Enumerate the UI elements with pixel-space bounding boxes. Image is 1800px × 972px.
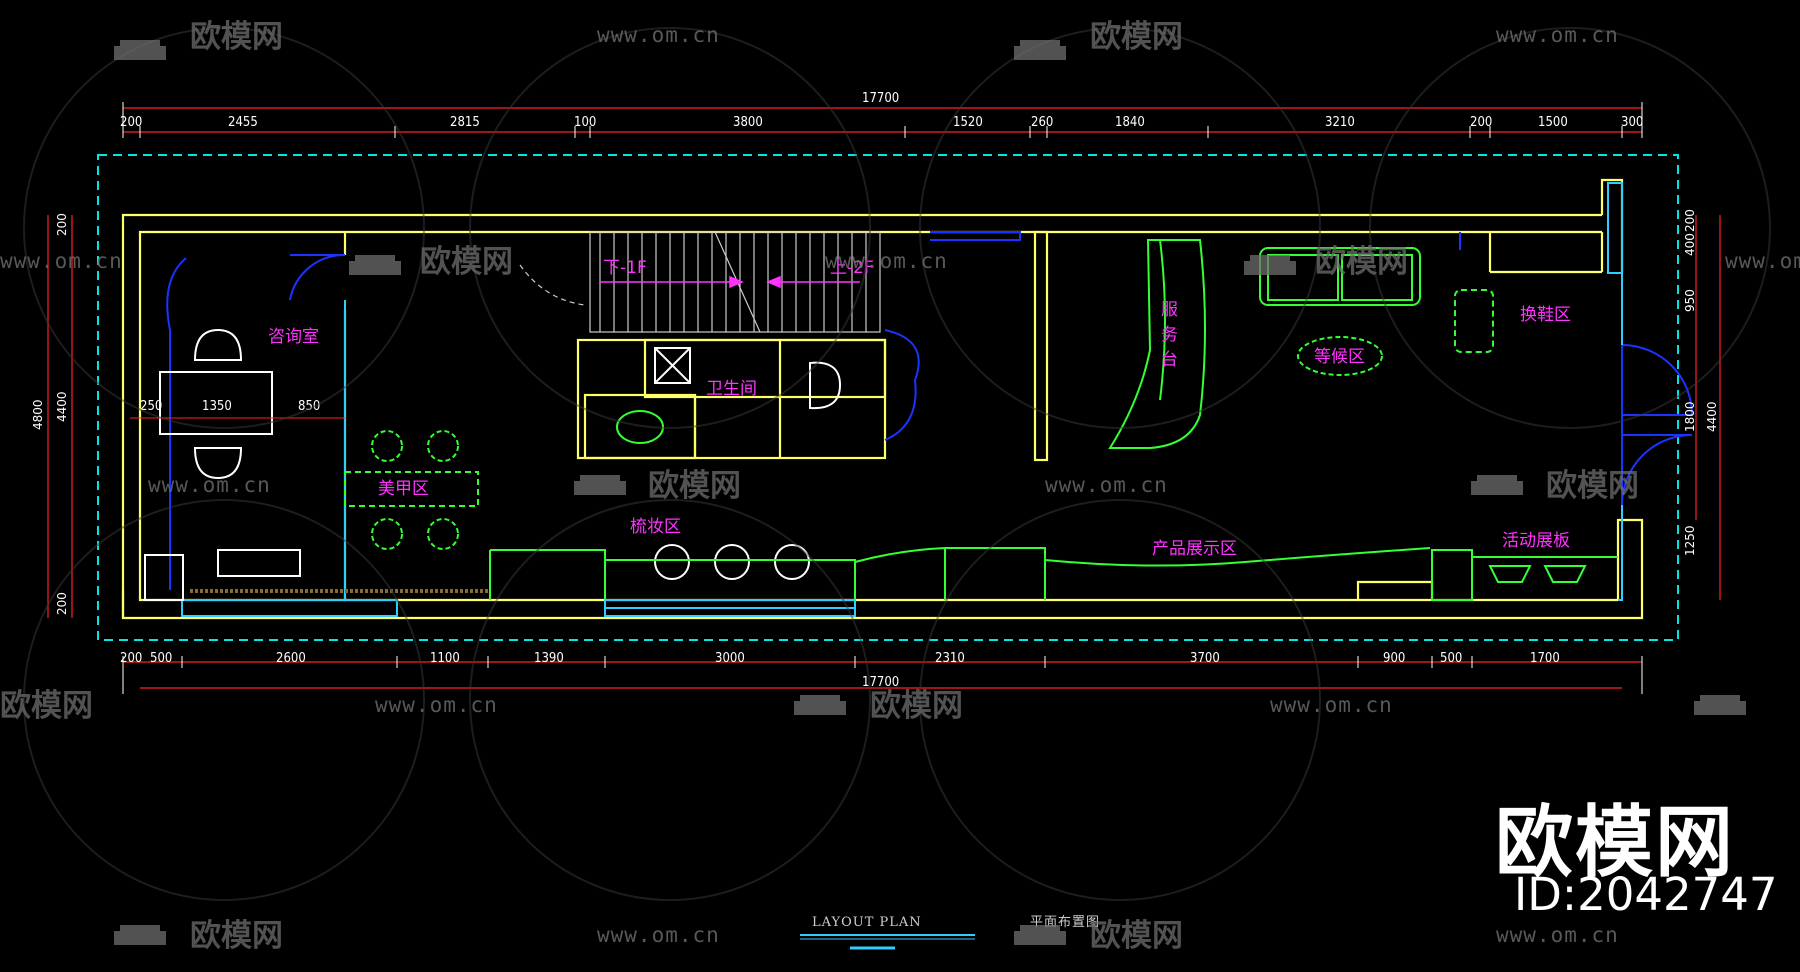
svg-text:400: 400 bbox=[1683, 233, 1697, 256]
site-boundary bbox=[97, 154, 1679, 641]
room-label-nail: 美甲区 bbox=[378, 479, 429, 499]
room-label-consult: 咨询室 bbox=[268, 327, 319, 347]
watermark-brand: 欧模网 bbox=[1315, 244, 1408, 280]
room-label-makeup: 梳妆区 bbox=[630, 517, 681, 537]
svg-text:900: 900 bbox=[1383, 651, 1405, 666]
room-label-service-3: 台 bbox=[1161, 350, 1178, 370]
watermark-brand-large: 欧模网 bbox=[1495, 798, 1736, 888]
room-label-shoe: 换鞋区 bbox=[1520, 305, 1571, 325]
svg-text:2815: 2815 bbox=[450, 115, 480, 130]
svg-text:500: 500 bbox=[1440, 651, 1462, 666]
watermark-url: www.om.cn bbox=[1496, 923, 1619, 947]
walls bbox=[121, 178, 1644, 620]
watermark-brand: 欧模网 bbox=[648, 468, 741, 504]
dim-total-top: 17700 bbox=[862, 91, 899, 106]
watermark-layer: 欧模网 www.om.cn 欧模网 www.om.cn www.om.cn 欧模… bbox=[0, 19, 1800, 954]
svg-text:4400: 4400 bbox=[55, 391, 69, 422]
watermark-url: www.om.cn bbox=[825, 249, 948, 273]
svg-text:1520: 1520 bbox=[953, 115, 983, 130]
dimension-ticks bbox=[122, 102, 1643, 694]
watermark-url: www.om.cn bbox=[1725, 249, 1800, 273]
svg-text:3800: 3800 bbox=[733, 115, 763, 130]
svg-text:1500: 1500 bbox=[1538, 115, 1568, 130]
watermark-url: www.om.cn bbox=[1045, 473, 1168, 497]
svg-text:2600: 2600 bbox=[276, 651, 306, 666]
svg-text:4800: 4800 bbox=[31, 399, 45, 430]
svg-text:200: 200 bbox=[55, 592, 69, 615]
svg-text:260: 260 bbox=[1031, 115, 1053, 130]
watermark-url: www.om.cn bbox=[1496, 23, 1619, 47]
svg-text:200: 200 bbox=[120, 115, 142, 130]
svg-text:950: 950 bbox=[1683, 289, 1697, 312]
room-label-restroom: 卫生间 bbox=[706, 379, 757, 399]
room-label-service-2: 务 bbox=[1161, 325, 1178, 345]
watermark-url: www.om.cn bbox=[375, 693, 498, 717]
svg-text:200: 200 bbox=[1470, 115, 1492, 130]
watermark-brand: 欧模网 bbox=[1090, 918, 1183, 954]
glass-partitions bbox=[181, 182, 1623, 617]
watermark-url: www.om.cn bbox=[1270, 693, 1393, 717]
svg-text:1800: 1800 bbox=[1683, 401, 1697, 432]
watermark-url: www.om.cn bbox=[597, 23, 720, 47]
svg-text:2310: 2310 bbox=[935, 651, 965, 666]
title-en: LAYOUT PLAN bbox=[812, 915, 922, 930]
svg-text:3210: 3210 bbox=[1325, 115, 1355, 130]
watermark-brand: 欧模网 bbox=[190, 918, 283, 954]
watermark-url: www.om.cn bbox=[0, 249, 123, 273]
svg-text:1840: 1840 bbox=[1115, 115, 1145, 130]
svg-text:200: 200 bbox=[1683, 209, 1697, 232]
svg-text:1100: 1100 bbox=[430, 651, 460, 666]
watermark-brand: 欧模网 bbox=[0, 688, 93, 724]
drawing-title: LAYOUT PLAN 平面布置图 bbox=[800, 915, 1099, 950]
svg-text:1350: 1350 bbox=[202, 399, 232, 414]
stair-up-label: 上-2F bbox=[830, 258, 874, 278]
svg-text:200: 200 bbox=[120, 651, 142, 666]
staircase bbox=[519, 231, 881, 333]
furniture bbox=[144, 239, 1618, 601]
svg-text:1390: 1390 bbox=[534, 651, 564, 666]
watermark-url: www.om.cn bbox=[148, 473, 271, 497]
svg-text:250: 250 bbox=[140, 399, 162, 414]
svg-text:1700: 1700 bbox=[1530, 651, 1560, 666]
svg-text:3700: 3700 bbox=[1190, 651, 1220, 666]
room-label-product: 产品展示区 bbox=[1152, 539, 1237, 559]
dim-top-chain: 200 2455 2815 100 3800 1520 260 1840 321… bbox=[120, 115, 1643, 130]
dim-right-chain: 400 200 950 1800 4400 1250 bbox=[1683, 209, 1719, 556]
stair-arrows bbox=[600, 275, 860, 289]
svg-text:3000: 3000 bbox=[715, 651, 745, 666]
svg-text:200: 200 bbox=[55, 213, 69, 236]
svg-text:4400: 4400 bbox=[1705, 401, 1719, 432]
dim-table-chain: 250 1350 850 bbox=[140, 399, 320, 414]
svg-text:100: 100 bbox=[574, 115, 596, 130]
room-label-activity: 活动展板 bbox=[1502, 531, 1570, 551]
dim-total-bottom: 17700 bbox=[862, 675, 899, 690]
svg-text:850: 850 bbox=[298, 399, 320, 414]
stair-down-label: 下-1F bbox=[603, 258, 647, 278]
room-label-service-1: 服 bbox=[1161, 300, 1178, 320]
dim-bottom-chain: 200 500 2600 1100 1390 3000 2310 3700 90… bbox=[120, 651, 1560, 666]
dim-left-chain: 200 4800 4400 200 bbox=[31, 213, 69, 615]
room-label-waiting: 等候区 bbox=[1314, 347, 1365, 367]
svg-text:500: 500 bbox=[150, 651, 172, 666]
watermark-brand: 欧模网 bbox=[420, 244, 513, 280]
watermark-url: www.om.cn bbox=[597, 923, 720, 947]
svg-text:2455: 2455 bbox=[228, 115, 258, 130]
svg-text:300: 300 bbox=[1621, 115, 1643, 130]
watermark-brand: 欧模网 bbox=[1090, 19, 1183, 55]
watermark-brand: 欧模网 bbox=[870, 688, 963, 724]
sofa-logo-icon bbox=[114, 40, 1746, 945]
svg-text:1250: 1250 bbox=[1683, 525, 1697, 556]
doors bbox=[166, 231, 1694, 590]
dimension-lines bbox=[47, 107, 1721, 689]
watermark-id: ID:2042747 bbox=[1514, 868, 1778, 921]
watermark-brand: 欧模网 bbox=[190, 19, 283, 55]
watermark-brand: 欧模网 bbox=[1546, 468, 1639, 504]
